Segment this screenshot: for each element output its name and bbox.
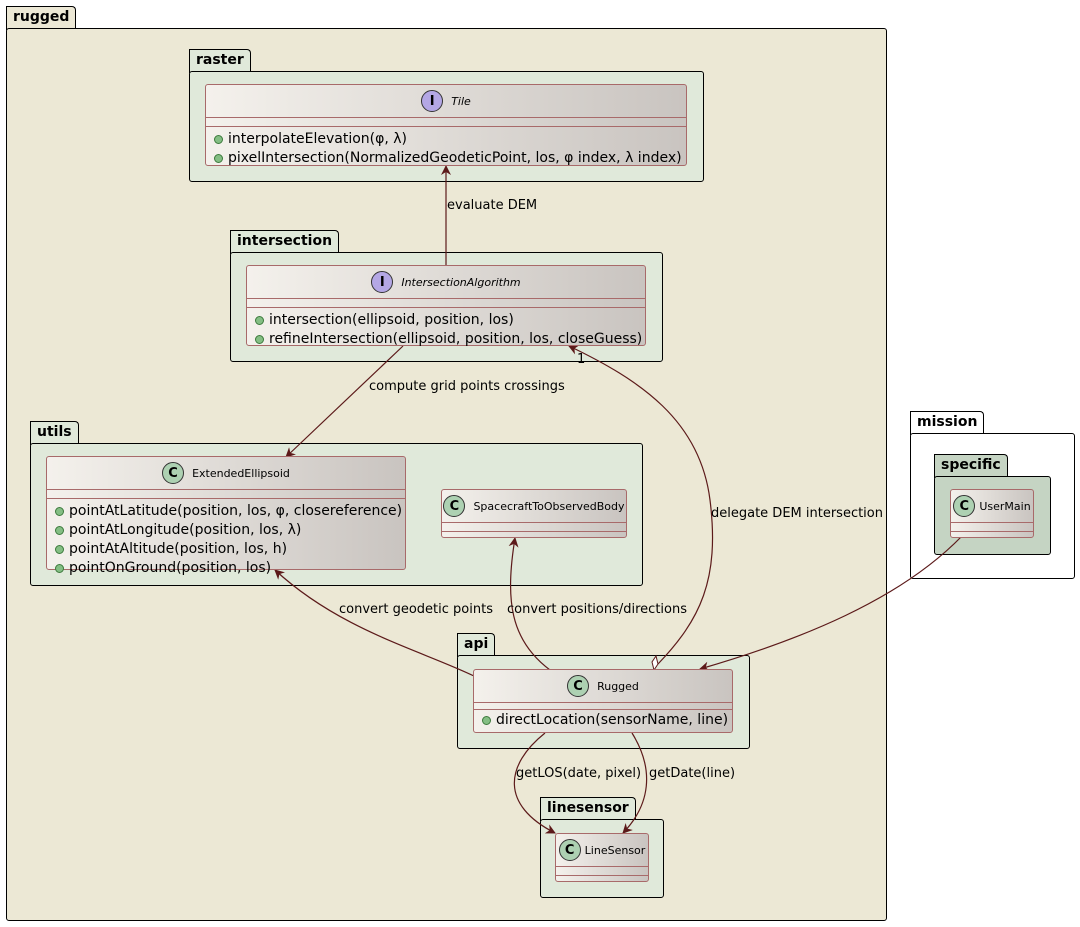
- method-item: pointAtAltitude(position, los, h): [55, 540, 397, 559]
- method-item: pointOnGround(position, los): [55, 559, 397, 578]
- edge-compute-grid: [285, 345, 404, 458]
- method-list: interpolateElevation(φ, λ) pixelIntersec…: [206, 126, 686, 171]
- public-icon: [255, 335, 264, 344]
- label-convert-geodetic: convert geodetic points: [339, 602, 493, 617]
- label-evaluate-dem: evaluate DEM: [447, 198, 538, 213]
- method-list: directLocation(sensorName, line): [474, 709, 732, 733]
- package-tab-mission: mission: [910, 411, 985, 435]
- class-name: IntersectionAlgorithm: [401, 275, 521, 289]
- method-item: pointAtLongitude(position, los, λ): [55, 521, 397, 540]
- edge-delegate-dem: [568, 345, 714, 665]
- package-tab-api: api: [457, 633, 496, 657]
- class-header: C UserMain: [951, 490, 1033, 522]
- class-name: UserMain: [979, 499, 1031, 513]
- label-get-los: getLOS(date, pixel): [516, 766, 642, 781]
- aggregation-diamond: [651, 654, 659, 672]
- edge-get-date: [622, 732, 648, 834]
- method-item: interpolateElevation(φ, λ): [214, 130, 678, 149]
- class-header: I Tile: [206, 85, 686, 117]
- class-icon: C: [567, 675, 590, 697]
- class-header: C Rugged: [474, 670, 732, 702]
- method-item: intersection(ellipsoid, position, los): [255, 311, 637, 330]
- edge-usermain-rugged: [699, 535, 963, 672]
- public-icon: [255, 316, 264, 325]
- label-convert-positions: convert positions/directions: [507, 602, 687, 617]
- method-list: intersection(ellipsoid, position, los) r…: [247, 307, 645, 352]
- interface-icon: I: [371, 271, 394, 293]
- public-icon: [214, 135, 223, 144]
- class-spacecraft-to-observed-body[interactable]: C SpacecraftToObservedBody: [441, 489, 627, 538]
- class-extended-ellipsoid[interactable]: C ExtendedEllipsoid pointAtLatitude(posi…: [46, 456, 406, 576]
- class-user-main[interactable]: C UserMain: [950, 489, 1034, 538]
- class-icon: C: [953, 495, 976, 517]
- label-delegate-dem: delegate DEM intersection: [711, 506, 883, 521]
- class-name: Tile: [451, 94, 471, 108]
- interface-icon: I: [421, 90, 444, 112]
- class-name: SpacecraftToObservedBody: [473, 499, 625, 513]
- label-compute-grid: compute grid points crossings: [369, 379, 565, 394]
- class-name: Rugged: [597, 679, 639, 693]
- label-multiplicity: 1: [577, 352, 586, 367]
- method-list: pointAtLatitude(position, los, φ, closer…: [47, 498, 405, 581]
- class-header: C SpacecraftToObservedBody: [442, 490, 626, 522]
- class-tile[interactable]: I Tile interpolateElevation(φ, λ) pixelI…: [205, 84, 687, 166]
- class-header: I IntersectionAlgorithm: [247, 266, 645, 298]
- method-item: refineIntersection(ellipsoid, position, …: [255, 330, 642, 349]
- class-name: ExtendedEllipsoid: [192, 466, 290, 480]
- public-icon: [482, 716, 491, 725]
- method-item: pixelIntersection(NormalizedGeodeticPoin…: [214, 149, 682, 168]
- package-tab-specific: specific: [934, 454, 1008, 478]
- class-intersection-algorithm[interactable]: I IntersectionAlgorithm intersection(ell…: [246, 265, 646, 347]
- public-icon: [214, 154, 223, 163]
- method-item: pointAtLatitude(position, los, φ, closer…: [55, 502, 402, 521]
- package-tab-utils: utils: [30, 421, 79, 445]
- public-icon: [55, 507, 64, 516]
- edge-convert-geodetic: [274, 569, 475, 677]
- package-tab-rugged: rugged: [6, 6, 77, 30]
- package-tab-intersection: intersection: [230, 230, 340, 254]
- package-tab-linesensor: linesensor: [540, 797, 636, 821]
- class-header: C LineSensor: [556, 834, 648, 866]
- class-header: C ExtendedEllipsoid: [47, 457, 405, 489]
- package-tab-raster: raster: [189, 49, 251, 73]
- class-icon: C: [162, 462, 185, 484]
- method-item: directLocation(sensorName, line): [482, 711, 728, 730]
- class-icon: C: [558, 839, 581, 861]
- class-name: LineSensor: [584, 843, 646, 857]
- class-rugged[interactable]: C Rugged directLocation(sensorName, line…: [473, 669, 733, 733]
- class-line-sensor[interactable]: C LineSensor: [555, 833, 649, 882]
- public-icon: [55, 545, 64, 554]
- public-icon: [55, 526, 64, 535]
- edge-convert-positions: [508, 537, 551, 671]
- edge-get-los: [513, 732, 556, 834]
- public-icon: [55, 564, 64, 573]
- label-get-date: getDate(line): [649, 766, 736, 781]
- class-icon: C: [443, 495, 466, 517]
